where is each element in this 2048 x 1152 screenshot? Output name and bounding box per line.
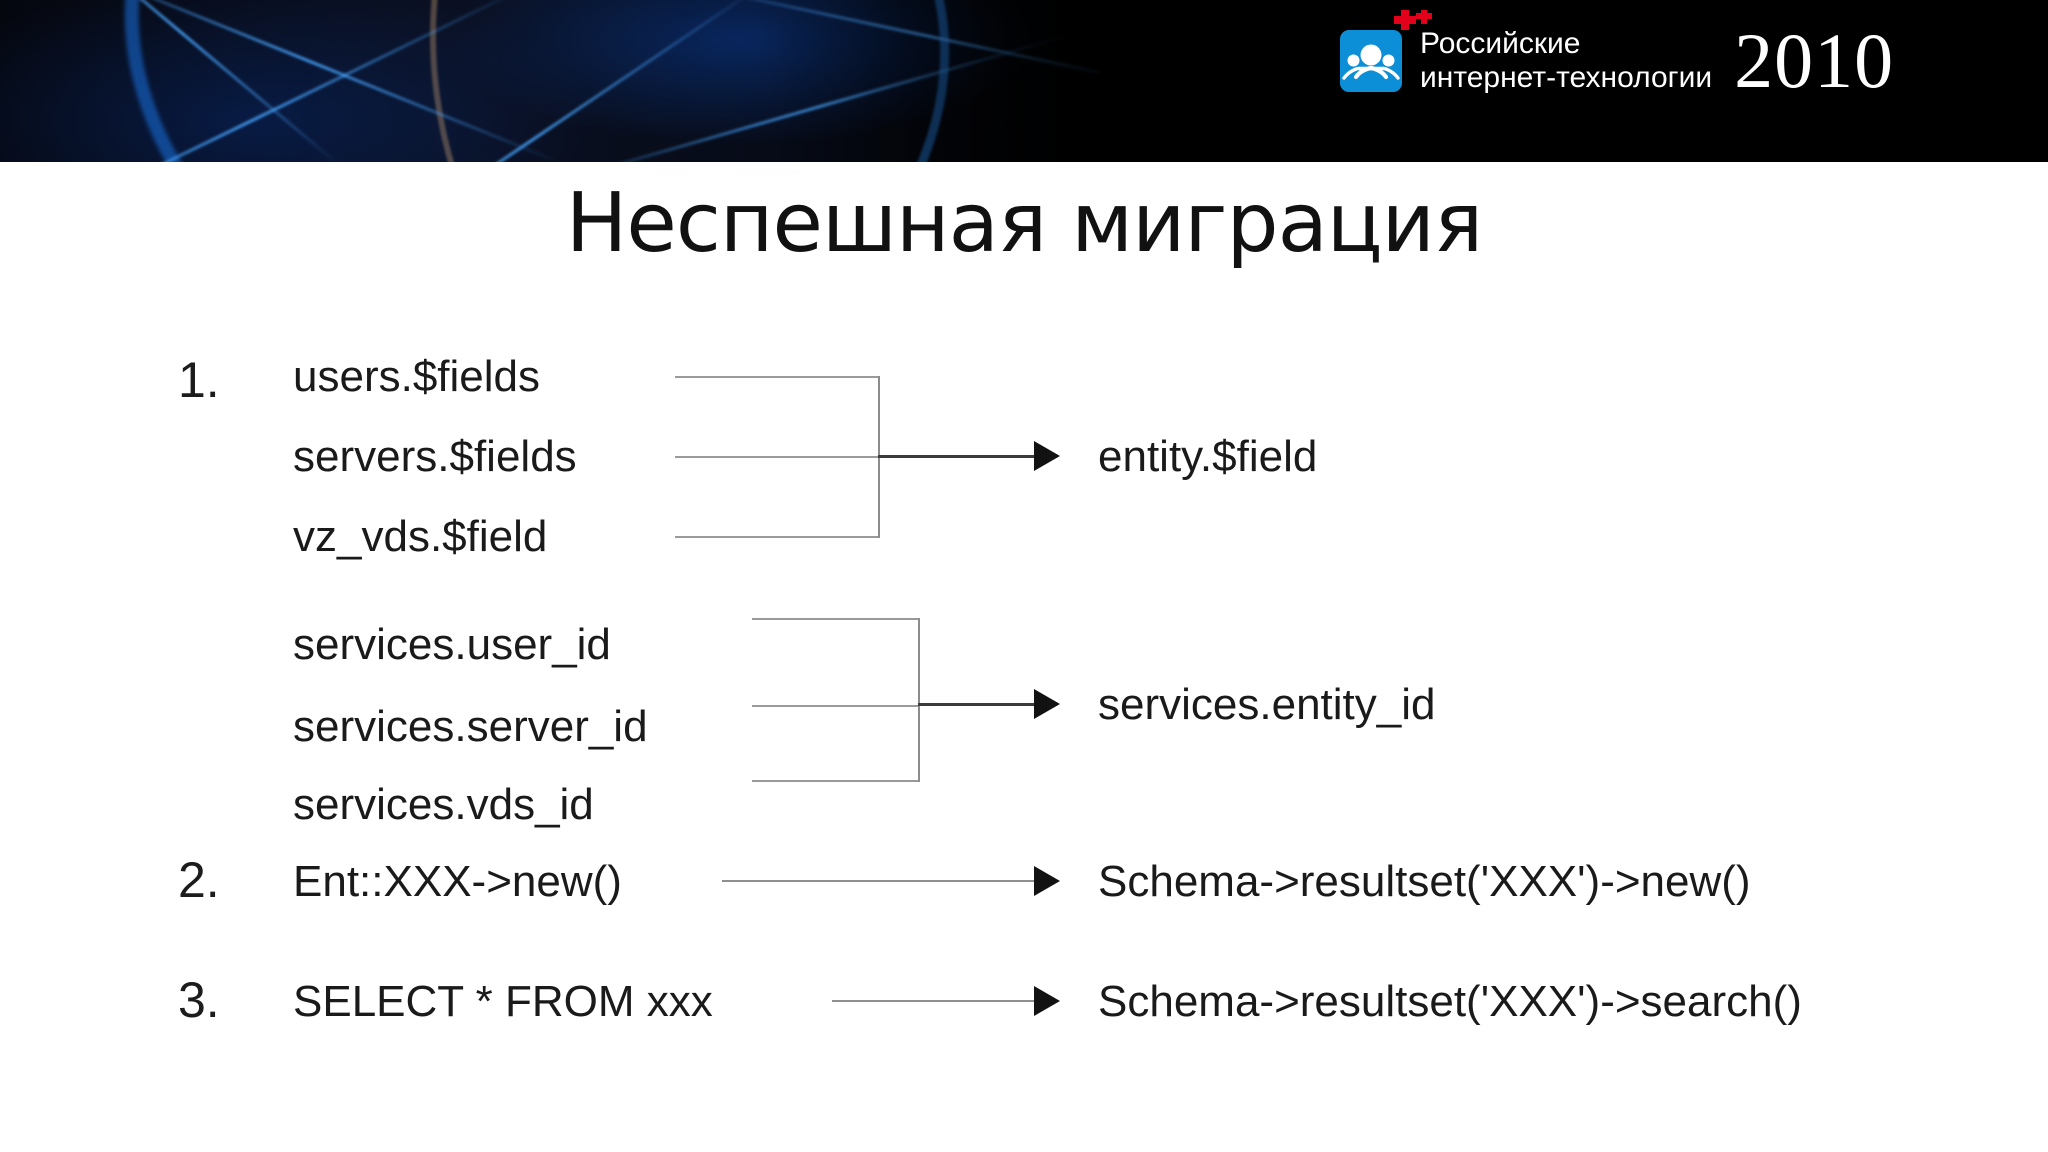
arrow-head-icon [1034, 441, 1060, 471]
list-item: services.user_id [293, 620, 611, 669]
list-item: services.server_id [293, 702, 648, 751]
arrow-shaft [722, 880, 1036, 882]
people-group-icon [1342, 44, 1400, 80]
arrow-shaft [878, 455, 1036, 458]
connector-line [752, 705, 920, 707]
list-item: services.vds_id [293, 780, 594, 829]
target-label: entity.$field [1098, 432, 1318, 481]
arrow-shaft [832, 1000, 1036, 1002]
connector-bracket [918, 618, 920, 782]
logo-year: 2010 [1734, 17, 1895, 104]
connector-line [752, 618, 920, 620]
logo-wordmark: Российские интернет-технологии [1420, 27, 1712, 95]
page-title: Неспешная миграция [565, 176, 1484, 271]
target-label: Schema->resultset('XXX')->new() [1098, 857, 1751, 906]
target-label: services.entity_id [1098, 680, 1436, 729]
light-beam-4 [18, 0, 342, 162]
list-item: servers.$fields [293, 432, 577, 481]
banner-fade-overlay [760, 0, 1180, 162]
list-number-1: 1. [178, 352, 220, 408]
header-banner: Российские интернет-технологии 2010 [0, 0, 2048, 162]
slide-content: 1. users.$fields servers.$fields vz_vds.… [0, 330, 2048, 1090]
connector-line [675, 456, 880, 458]
target-label: Schema->resultset('XXX')->search() [1098, 977, 1802, 1026]
red-plus-icon [1394, 10, 1432, 30]
light-beam-1 [0, 0, 530, 162]
list-item: vz_vds.$field [293, 512, 548, 561]
list-item: Ent::XXX->new() [293, 857, 622, 906]
light-beam-3 [297, 0, 763, 162]
swirl-arc-5 [0, 0, 574, 162]
logo-line-1: Российские [1420, 27, 1581, 60]
connector-line [675, 376, 880, 378]
list-number-3: 3. [178, 972, 220, 1028]
arrow-shaft [918, 703, 1036, 706]
conference-logo: Российские интернет-технологии 2010 [1340, 10, 1895, 104]
connector-line [752, 780, 920, 782]
list-number-2: 2. [178, 852, 220, 908]
logo-mark [1340, 10, 1432, 92]
logo-line-2: интернет-технологии [1420, 61, 1713, 94]
arrow-head-icon [1034, 689, 1060, 719]
arrow-head-icon [1034, 866, 1060, 896]
list-item: users.$fields [293, 352, 541, 401]
list-item: SELECT * FROM xxx [293, 977, 713, 1026]
arrow-head-icon [1034, 986, 1060, 1016]
connector-line [675, 536, 880, 538]
